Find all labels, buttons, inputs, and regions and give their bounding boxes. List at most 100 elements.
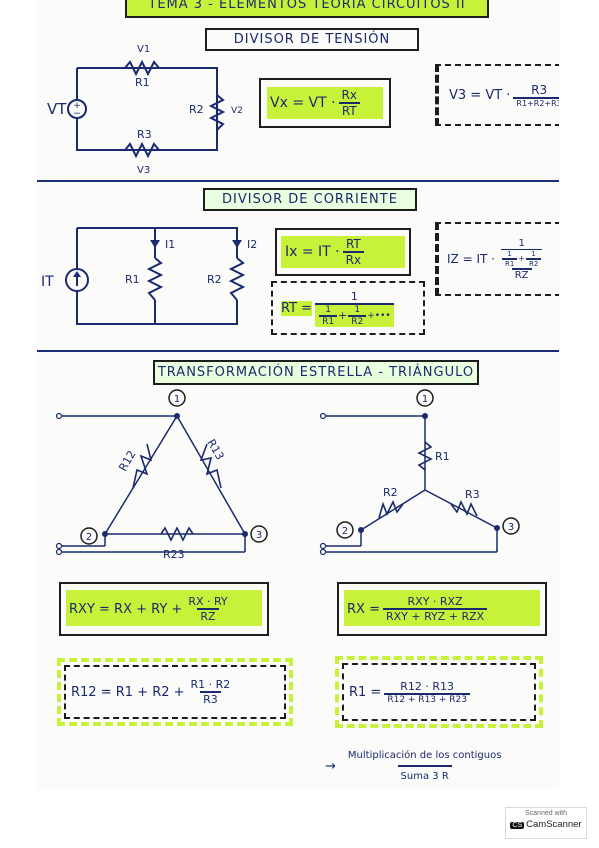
- star-node-3-label: 3: [508, 522, 514, 533]
- label-star-r1: R1: [435, 450, 450, 463]
- formula-iz-den: RZ: [511, 267, 532, 281]
- section-title-voltage-divider: DIVISOR DE TENSIÓN: [205, 28, 419, 51]
- formula-r12-num: R1 · R2: [190, 678, 231, 691]
- formula-v3-den: R1+R2+R3: [513, 96, 559, 108]
- formula-rx-lhs: RX =: [347, 601, 380, 617]
- formula-rt-box: RT = 1 1 R1 + 1 R2 +•••: [271, 281, 425, 335]
- label-it: IT: [41, 274, 54, 290]
- formula-rt-tail: +•••: [367, 310, 391, 321]
- current-divider-circuit: IT I1 I2 R1 R2: [41, 227, 257, 325]
- node-3-marker: [250, 525, 268, 543]
- label-r1-parallel: R1: [125, 273, 140, 286]
- resistor-r2-parallel-symbol: [228, 257, 246, 301]
- label-i2: I2: [247, 238, 257, 251]
- rule-note-den: Suma 3 R: [397, 765, 452, 782]
- formula-rt-num: 1: [350, 289, 358, 303]
- label-r2-parallel: R2: [207, 273, 222, 286]
- node-1-label: 1: [174, 394, 180, 405]
- resistor-r1-parallel-symbol: [146, 257, 164, 301]
- resistor-r3-symbol: [124, 141, 160, 159]
- formula-ix-box: Ix = IT · RT Rx: [275, 228, 411, 276]
- formula-rx-num: RXY · RXZ: [407, 595, 463, 608]
- formula-r1-num: R12 · R13: [400, 679, 455, 693]
- formula-v3-num: R3: [531, 82, 548, 97]
- label-r2: R2: [189, 103, 204, 116]
- formula-vx-lhs: Vx = VT ·: [270, 95, 336, 111]
- node-2-label: 2: [86, 532, 92, 543]
- formula-r12-den: R3: [200, 691, 221, 706]
- formula-ix-lhs: Ix = IT ·: [285, 244, 340, 260]
- formula-rt-lhs: RT =: [281, 300, 313, 316]
- formula-rx-den: RXY + RYZ + RZX: [382, 608, 488, 623]
- arrow-i1-icon: [150, 240, 160, 248]
- resistor-r2-symbol: [208, 94, 226, 131]
- svg-text:+: +: [73, 101, 81, 111]
- formula-iz-box: IZ = IT · 1 1 R1 + 1 R2: [435, 222, 559, 296]
- formula-iz-b-num: 1: [531, 249, 536, 258]
- rule-note-arrow: →: [325, 758, 336, 774]
- formula-iz-b-den: R2: [525, 257, 542, 268]
- formula-rx-box: RX = RXY · RXZ RXY + RYZ + RZX: [337, 582, 547, 636]
- formula-rxy-den: RZ: [197, 608, 219, 623]
- notes-page: TEMA 3 - ELEMENTOS TEORÍA CIRCUITOS II D…: [37, 0, 559, 790]
- formula-iz-num-top: 1: [518, 237, 525, 249]
- formula-r12-lhs: R12 = R1 + R2 +: [71, 684, 185, 700]
- star-node-2-marker: [336, 521, 354, 539]
- page-title-text: TEMA 3 - ELEMENTOS TEORÍA CIRCUITOS II: [148, 0, 466, 12]
- section-title-voltage-divider-text: DIVISOR DE TENSIÓN: [233, 32, 391, 47]
- formula-ix-den: Rx: [342, 251, 365, 267]
- formula-ix-num: RT: [345, 237, 361, 251]
- formula-r1-box: R1 = R12 · R13 R12 + R13 + R23: [335, 656, 543, 728]
- node-3-label: 3: [256, 530, 262, 541]
- formula-vx-box: Vx = VT · Rx RT: [259, 78, 391, 128]
- formula-rxy-lhs: RXY = RX + RY +: [69, 601, 183, 617]
- star-node-1-marker: [416, 389, 434, 407]
- label-star-r2: R2: [383, 486, 398, 499]
- label-v3: V3: [137, 165, 150, 176]
- label-r3: R3: [137, 128, 152, 141]
- formula-iz-plus: +: [518, 254, 525, 263]
- delta-diagram: 1 2 3 R12 R13 R23: [55, 389, 268, 561]
- star-diagram: 1 2 3 R1 R2 R3: [319, 389, 520, 556]
- formula-rt-plus: +: [338, 309, 348, 322]
- rule-note-num: Multiplicación de los contiguos: [347, 750, 502, 761]
- label-i1: I1: [165, 238, 175, 251]
- camscanner-logo-icon: CS: [510, 822, 525, 829]
- resistor-r23-symbol: [160, 526, 194, 542]
- formula-rxy-num: RX · RY: [188, 595, 228, 608]
- voltage-divider-circuit: + − VT V1 R1 R2 V2 R3 V3: [47, 44, 243, 176]
- svg-text:−: −: [73, 109, 81, 119]
- scanner-badge-line1: Scanned with: [524, 810, 568, 817]
- label-vt: VT: [47, 100, 67, 118]
- resistor-r13-symbol: [199, 443, 222, 489]
- node-2-marker: [80, 527, 98, 545]
- formula-rt-term1-den: R1: [319, 314, 338, 327]
- formula-rt-term1-num: 1: [325, 304, 331, 315]
- resistor-r12-symbol: [132, 443, 153, 489]
- section-title-current-divider: DIVISOR DE CORRIENTE: [203, 188, 417, 211]
- label-r12: R12: [116, 448, 138, 473]
- star-node-3-marker: [502, 517, 520, 535]
- label-star-r3: R3: [465, 488, 480, 501]
- formula-iz-lhs: IZ = IT ·: [447, 252, 495, 266]
- formula-rt-term2-num: 1: [354, 304, 361, 315]
- formula-v3-lhs: V3 = VT ·: [449, 87, 511, 103]
- formula-rxy-box: RXY = RX + RY + RX · RY RZ: [59, 582, 269, 636]
- page-title: TEMA 3 - ELEMENTOS TEORÍA CIRCUITOS II: [125, 0, 489, 18]
- label-r23: R23: [163, 548, 185, 561]
- label-v2: V2: [231, 106, 243, 116]
- formula-r12-box: R12 = R1 + R2 + R1 · R2 R3: [57, 658, 293, 726]
- resistor-star-r1-symbol: [417, 441, 433, 471]
- resistor-r1-symbol: [124, 59, 160, 77]
- node-1-marker: [168, 389, 186, 407]
- label-r1: R1: [135, 76, 150, 89]
- section-title-star-delta: TRANSFORMACIÓN ESTRELLA - TRIÁNGULO: [153, 360, 479, 385]
- section-divider-2: [37, 350, 559, 352]
- formula-vx-num: Rx: [341, 88, 357, 102]
- formula-v3-box: V3 = VT · R3 R1+R2+R3: [435, 64, 559, 126]
- voltage-source-symbol: [67, 99, 87, 119]
- resistor-star-r2-symbol: [378, 500, 404, 519]
- section-divider-1: [37, 180, 559, 182]
- formula-rt-term2-den: R2: [348, 314, 367, 327]
